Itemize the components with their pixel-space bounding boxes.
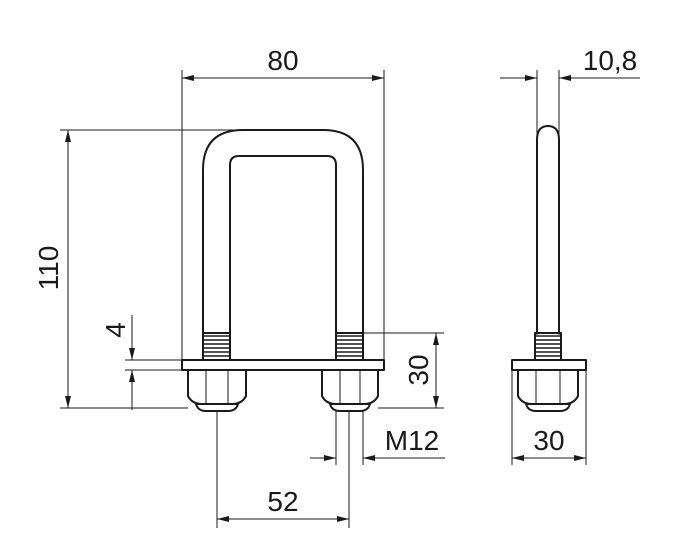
- dimension-rod-diameter-label: 10,8: [583, 45, 638, 76]
- dimension-overall-width: 80: [181, 45, 385, 360]
- front-view: [181, 129, 385, 412]
- u-bolt-inner-outline: [229, 155, 337, 336]
- dimension-overall-width-label: 80: [267, 45, 298, 76]
- right-thread: [335, 332, 364, 361]
- u-bolt-outline: [202, 129, 364, 336]
- dimension-leg-spacing-label: 52: [267, 486, 298, 517]
- side-thread: [534, 332, 562, 361]
- dimension-rod-diameter: 10,8: [500, 45, 640, 335]
- dimension-plate-thickness: 4: [100, 315, 182, 410]
- side-nut: [517, 369, 579, 412]
- right-nut: [321, 369, 379, 412]
- dimension-plate-width-label: 30: [533, 425, 564, 456]
- dimension-thread-length-label: 30: [403, 354, 434, 385]
- dimension-plate-thickness-label: 4: [100, 322, 131, 338]
- dimension-plate-width: 30: [511, 370, 587, 465]
- dimension-overall-height: 110: [33, 129, 243, 409]
- side-plate: [511, 359, 587, 371]
- dimension-thread-size-label: M12: [385, 425, 439, 456]
- plate: [181, 359, 385, 371]
- left-nut: [187, 369, 247, 412]
- dimension-leg-spacing: 52: [216, 411, 350, 528]
- side-view: [511, 125, 587, 412]
- dimension-overall-height-label: 110: [33, 246, 64, 291]
- dimension-thread-length: 30: [363, 332, 444, 409]
- side-rod-outline: [536, 125, 560, 336]
- left-thread: [202, 332, 231, 361]
- dimension-thread-size: M12: [310, 411, 445, 465]
